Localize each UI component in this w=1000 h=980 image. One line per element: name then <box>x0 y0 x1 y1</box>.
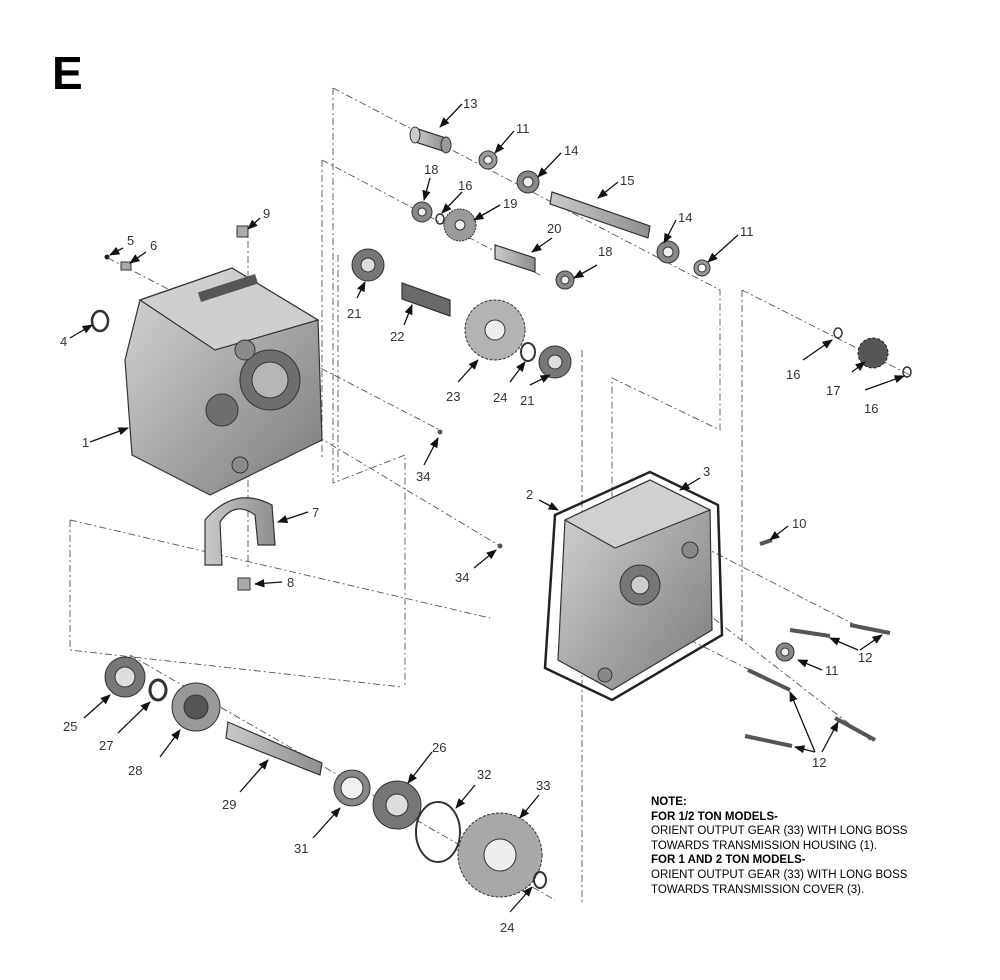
callout-11-top: 11 <box>516 121 530 136</box>
callout-14-right: 14 <box>678 210 692 225</box>
intermediate-gear-assembly <box>351 248 572 379</box>
small-hardware <box>104 225 773 591</box>
callout-32: 32 <box>477 767 491 782</box>
callout-24-lower: 24 <box>500 920 514 935</box>
note-heading: NOTE: <box>651 796 687 808</box>
transmission-cover <box>543 470 724 702</box>
callout-33: 33 <box>536 778 550 793</box>
callout-27: 27 <box>99 738 113 753</box>
callout-13: 13 <box>463 96 477 111</box>
callout-17: 17 <box>826 383 840 398</box>
leader-lines <box>69 103 905 913</box>
note-half-ton-title: FOR 1/2 TON MODELS- <box>651 810 778 823</box>
callout-18-right: 18 <box>598 244 612 259</box>
callout-18-top: 18 <box>424 162 438 177</box>
callout-1: 1 <box>82 435 89 450</box>
callout-28: 28 <box>128 763 142 778</box>
output-shaft-assembly <box>104 656 547 898</box>
callout-12-lower: 12 <box>812 755 826 770</box>
callout-20: 20 <box>547 221 561 236</box>
callout-29: 29 <box>222 797 236 812</box>
callout-4: 4 <box>60 334 67 349</box>
callout-5: 5 <box>127 233 134 248</box>
callout-12-upper: 12 <box>858 650 872 665</box>
note-half-ton-line1: ORIENT OUTPUT GEAR (33) WITH LONG BOSS <box>651 825 908 838</box>
transmission-housing <box>124 267 323 496</box>
callout-22: 22 <box>390 329 404 344</box>
retaining-ring <box>90 309 110 333</box>
callout-16-left: 16 <box>786 367 800 382</box>
callout-31: 31 <box>294 841 308 856</box>
callout-19: 19 <box>503 196 517 211</box>
callout-8: 8 <box>287 575 294 590</box>
cover-bolts <box>744 623 891 748</box>
callout-16-top: 16 <box>458 178 472 193</box>
callout-11-right: 11 <box>740 224 754 239</box>
callout-25: 25 <box>63 719 77 734</box>
callout-6: 6 <box>150 238 157 253</box>
callout-26: 26 <box>432 740 446 755</box>
note-half-ton-line2: TOWARDS TRANSMISSION HOUSING (1). <box>651 839 877 852</box>
assembly-note: NOTE: FOR 1/2 TON MODELS- ORIENT OUTPUT … <box>651 795 991 897</box>
callout-3: 3 <box>703 464 710 479</box>
section-letter: E <box>52 47 83 99</box>
callout-2: 2 <box>526 487 533 502</box>
callout-15: 15 <box>620 173 634 188</box>
note-one-two-ton-line1: ORIENT OUTPUT GEAR (33) WITH LONG BOSS <box>651 868 908 881</box>
callout-16-right: 16 <box>864 401 878 416</box>
callout-24-upper: 24 <box>493 390 507 405</box>
callout-14-left: 14 <box>564 143 578 158</box>
callout-21-left: 21 <box>347 306 361 321</box>
callout-23: 23 <box>446 389 460 404</box>
callout-7: 7 <box>312 505 319 520</box>
upper-shaft-assembly <box>409 126 711 290</box>
callout-9: 9 <box>263 206 270 221</box>
callout-34-lower: 34 <box>455 570 469 585</box>
callout-11-cover: 11 <box>825 663 839 678</box>
note-one-two-ton-title: FOR 1 AND 2 TON MODELS- <box>651 854 806 867</box>
pinion-assembly <box>833 327 912 378</box>
callout-34-upper: 34 <box>416 469 430 484</box>
brake-strap <box>204 497 276 566</box>
note-one-two-ton-line2: TOWARDS TRANSMISSION COVER (3). <box>651 883 865 896</box>
callout-10: 10 <box>792 516 806 531</box>
callout-21-right: 21 <box>520 393 534 408</box>
callout-numbers: 1 2 3 4 5 6 7 8 9 10 11 11 11 12 12 13 1… <box>60 96 878 935</box>
